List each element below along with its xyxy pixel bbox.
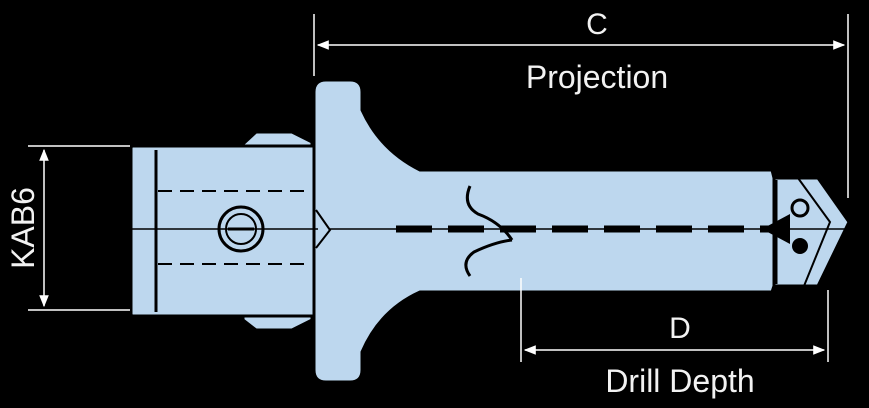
insert-icon [762, 198, 810, 254]
coolant-cone [315, 209, 332, 249]
drill-depth-dimension [520, 278, 829, 362]
bore-lines [158, 190, 312, 265]
drill-depth-text: Drill Depth [605, 363, 754, 399]
projection-dimension [313, 14, 849, 198]
drill-depth-letter: D [669, 312, 691, 345]
shank-dimension [28, 145, 130, 311]
shank-label: KAB6 [5, 187, 41, 269]
projection-letter: C [586, 8, 608, 41]
projection-text: Projection [526, 59, 668, 95]
